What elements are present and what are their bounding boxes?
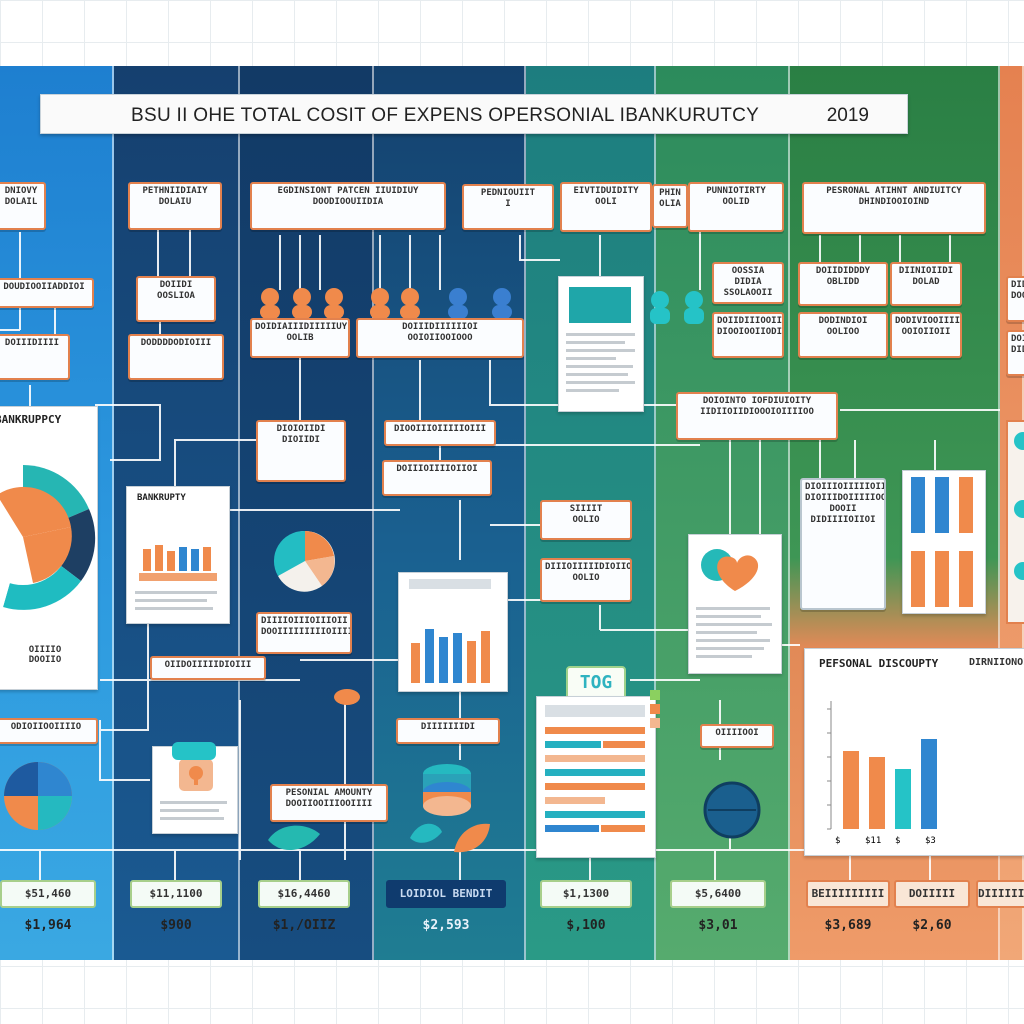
- card-c6: PHIN OLIA: [652, 184, 688, 228]
- footer-value-0: $1,964: [24, 918, 72, 933]
- footer-label-2: $16,4460: [258, 880, 350, 908]
- bankruptcy-doc-title: BANKRUPTY: [137, 493, 186, 503]
- card-c25: DIOOIIIOIIIIIOIII: [384, 420, 496, 446]
- footer-label-8: DIIIIIIIII: [976, 880, 1024, 908]
- bar-doc-center: [398, 572, 508, 692]
- people-icon: [260, 288, 512, 319]
- table-doc: [536, 696, 656, 858]
- card-c21: DIDIOIIII DOOIIIOII: [1006, 276, 1024, 322]
- card-c1: DNIOVY DOLAIL: [0, 182, 46, 230]
- card-c23: DIOIOIIDI DIOIIDI: [256, 420, 346, 482]
- orange-dot-icon: [334, 689, 360, 705]
- bar-3: [921, 739, 937, 829]
- card-c40: DIIIIOIIIOIIIOII DOOIIIIIIIIIOIIII: [256, 612, 352, 654]
- footer-label-1: $11,1100: [130, 880, 222, 908]
- card-c32: DIOIIIOIIIIIOII DIOIIIDOIIIIIOOI DOOII D…: [800, 478, 886, 610]
- pie-chart-icon: [0, 465, 96, 610]
- card-c26: DOIIIOIIIIOIIOI: [382, 460, 492, 496]
- card-c19: DIINIOIIDI DOLAD: [890, 262, 962, 306]
- card-c13: DOIDIAIIIDIIIIIUY OOLIB: [250, 318, 350, 358]
- bar-1: [869, 757, 885, 829]
- right-edge-card: [1006, 420, 1024, 624]
- x-tick-label: $3: [925, 836, 936, 846]
- footer-value-5: $3,01: [698, 918, 738, 933]
- card-c5: EIVTIDUIDITY OOLI: [560, 182, 652, 232]
- leaf-icon: [268, 825, 320, 851]
- card-c15: OOSSIA DIDIA SSOLAOOII: [712, 262, 784, 304]
- personal-discovery-chart: PEFSONAL DISCOUPTY DIRNIIONOIIPA $ $11 $ $3: [804, 648, 1024, 856]
- bankruptcy-panel: BANKRUPPCY OIIIIO DOOIIO: [0, 406, 98, 690]
- table-side-strip: [650, 690, 660, 810]
- card-c28: DIIIOIIIIIDIOIIO OOLIO: [540, 558, 632, 602]
- footer-label-7: DOIIIII: [894, 880, 970, 908]
- chart-year: 2019: [826, 105, 869, 126]
- footer-value-7: $2,60: [912, 918, 952, 933]
- x-tick-label: $11: [865, 836, 881, 846]
- x-tick-label: $: [835, 836, 840, 846]
- card-c8: PESRONAL ATIHNT ANDIUITCY DHINDIOOIOIND: [802, 182, 986, 234]
- footer-value-6: $3,689: [824, 918, 872, 933]
- card-c22: DOIIIOOIIIB DIDOIIOOIID: [1006, 330, 1024, 376]
- title-bar: BSU II OHE TOTAL COSIT OF EXPENS OPERSON…: [40, 94, 908, 134]
- safe-cap: [172, 742, 216, 760]
- doc-card-teal: [558, 276, 644, 412]
- globe-icon: [703, 781, 761, 839]
- bar-chart-svg: $ $11 $ $3: [827, 701, 1024, 846]
- legend-box: [969, 701, 1024, 811]
- bar-0: [843, 751, 859, 829]
- footer-value-4: $,100: [566, 918, 606, 933]
- safe-doc: [152, 746, 238, 834]
- card-c2: PETHNIIDIAIY DOLAIU: [128, 182, 222, 230]
- card-c3: EGDINSIONT PATCEN IIUIDIUY DOODIOOUIIDIA: [250, 182, 446, 230]
- database-icon: [410, 764, 490, 853]
- heart-doc: [688, 534, 782, 674]
- card-c10: DOIIDI OOSLIOA: [136, 276, 216, 322]
- card-c7: PUNNIOTIRTY OOLID: [688, 182, 784, 232]
- bankruptcy-doc: BANKRUPTY: [126, 486, 230, 624]
- vertical-bars-card: [902, 470, 986, 614]
- footer-label-6: BEIIIIIIIII: [806, 880, 890, 908]
- card-c27: SIIIIT OOLIO: [540, 500, 632, 540]
- x-tick-label: $: [895, 836, 900, 846]
- quadrant-pie-icon: [4, 762, 72, 830]
- card-c43: ODIOIIOOIIIIO: [0, 718, 98, 744]
- chart-panel-title: PEFSONAL DISCOUPTY: [819, 657, 939, 670]
- footer-value-2: $1,/OIIZ: [272, 918, 336, 933]
- bankruptcy-label: BANKRUPPCY: [0, 413, 62, 426]
- card-c16: DOIIDIIIOOIIIDIA DIOOIOOIIODIOI: [712, 312, 784, 358]
- heart-icon: [701, 549, 759, 591]
- mini-pie-icon: [273, 530, 335, 592]
- people-icon-teal: [650, 291, 704, 324]
- card-c38: PESONIAL AMOUNTY DOOIIOOIIIOOIIII: [270, 784, 388, 822]
- footer-label-5: $5,6400: [670, 880, 766, 908]
- card-c44: OIIIIOOI: [700, 724, 774, 748]
- bankruptcy-panel-caption: OIIIIO DOOIIO: [28, 645, 62, 665]
- card-c12: DODDDDODIOIII: [128, 334, 224, 380]
- footer-label-4: $1,1300: [540, 880, 632, 908]
- safe-icon: [179, 759, 213, 791]
- footer-label-0: $51,460: [0, 880, 96, 908]
- chart-title: BSU II OHE TOTAL COSIT OF EXPENS OPERSON…: [131, 105, 760, 126]
- card-c24: DOIOINTO IOFDIUIOITY IIDIIOIIDIOOOIOIIII…: [676, 392, 838, 440]
- chart-panel-subtitle: DIRNIIONOIIPA: [969, 657, 1024, 668]
- bar-2: [895, 769, 911, 829]
- card-c11: DOIIIDIIII: [0, 334, 70, 380]
- card-c14: DOIIIDIIIIIIOI OOIOIIOOIOOO: [356, 318, 524, 358]
- card-c20: DODIVIOOIIII OOIOIIOII: [890, 312, 962, 358]
- card-c9: DOUDIOOIIADDIOI: [0, 278, 94, 308]
- card-c18: DODINDIOI OOLIOO: [798, 312, 888, 358]
- card-c17: DOIIDIDDDY OBLIDD: [798, 262, 888, 306]
- card-c39: OIIDOIIIIIDIOIII: [150, 656, 266, 680]
- card-c4: PEDNIOUIIT I: [462, 184, 554, 230]
- footer-value-3: $2,593: [422, 918, 470, 933]
- card-c37: DIIIIIIIDI: [396, 718, 500, 744]
- footer-label-3: LOIDIOL BENDIT: [386, 880, 506, 908]
- footer-value-1: $900: [160, 918, 192, 933]
